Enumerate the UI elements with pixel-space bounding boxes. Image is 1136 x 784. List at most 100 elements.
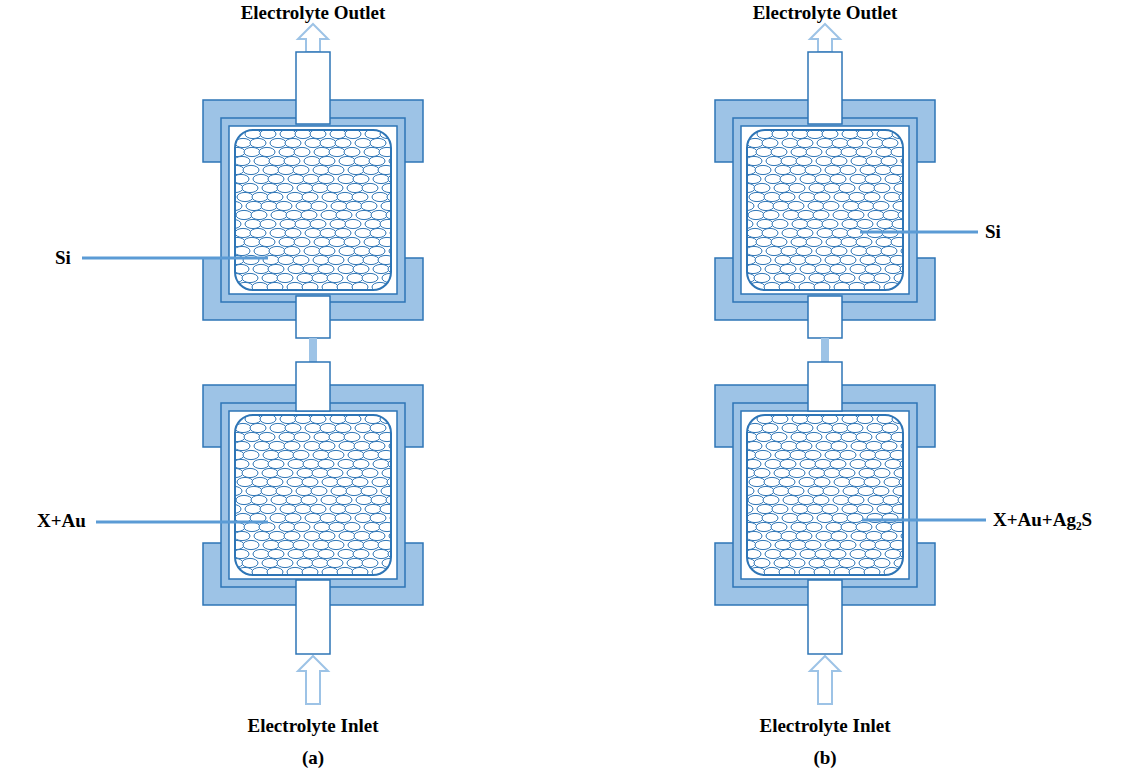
particle xyxy=(337,477,353,486)
particle xyxy=(881,531,897,540)
particle xyxy=(791,237,807,246)
particle xyxy=(277,558,293,567)
cell-frame xyxy=(733,403,917,587)
particle xyxy=(373,174,389,183)
particle xyxy=(805,165,821,174)
particle xyxy=(792,219,808,228)
particle xyxy=(329,522,345,531)
particle xyxy=(338,264,354,273)
particle xyxy=(823,201,839,210)
particle xyxy=(237,477,253,486)
particle xyxy=(891,237,903,246)
particle xyxy=(856,522,872,531)
particle xyxy=(346,486,362,495)
particle xyxy=(841,147,857,156)
particle xyxy=(318,549,334,558)
particle xyxy=(284,156,300,165)
flow-label: Electrolyte Inlet xyxy=(247,715,378,737)
leader-line xyxy=(860,231,978,234)
particle xyxy=(859,273,875,282)
packed-bed xyxy=(747,415,903,575)
particle xyxy=(297,273,313,282)
particle xyxy=(269,531,285,540)
particle xyxy=(796,531,812,540)
particle xyxy=(868,495,884,504)
particle xyxy=(781,156,797,165)
particle xyxy=(843,486,859,495)
particle xyxy=(796,441,812,450)
particle xyxy=(792,415,808,424)
particle xyxy=(381,201,391,210)
particle xyxy=(774,558,790,567)
particle xyxy=(885,264,901,273)
particle xyxy=(380,504,391,513)
particle xyxy=(754,183,770,192)
particle xyxy=(840,450,856,459)
particle xyxy=(843,201,859,210)
particle xyxy=(303,174,319,183)
particle xyxy=(826,237,842,246)
particle xyxy=(779,567,795,575)
particle xyxy=(840,255,856,264)
particle xyxy=(293,255,309,264)
particle xyxy=(884,477,900,486)
particle xyxy=(339,441,355,450)
particle xyxy=(245,504,261,513)
particle xyxy=(883,210,899,219)
particle xyxy=(866,441,882,450)
particle xyxy=(312,183,328,192)
particle xyxy=(816,246,832,255)
particle xyxy=(259,147,275,156)
particle xyxy=(361,201,377,210)
particle xyxy=(860,450,876,459)
particle xyxy=(833,210,849,219)
particle xyxy=(825,450,841,459)
particle xyxy=(875,450,891,459)
particle xyxy=(783,495,799,504)
particle xyxy=(302,477,318,486)
particle xyxy=(813,495,829,504)
particle xyxy=(847,138,863,147)
particle xyxy=(841,432,857,441)
particle xyxy=(850,549,866,558)
particle xyxy=(269,156,285,165)
particle xyxy=(365,219,381,228)
particle xyxy=(319,246,335,255)
particle xyxy=(814,477,830,486)
particle xyxy=(353,174,369,183)
particle xyxy=(288,549,304,558)
particle xyxy=(792,504,808,513)
particle xyxy=(781,246,797,255)
particle xyxy=(305,138,321,147)
particle xyxy=(262,183,278,192)
particle xyxy=(352,477,368,486)
particle xyxy=(285,423,301,432)
particle xyxy=(243,450,259,459)
cell-chamber xyxy=(229,411,397,579)
particle xyxy=(817,138,833,147)
particle xyxy=(848,210,864,219)
particle xyxy=(296,201,312,210)
particle xyxy=(849,567,865,575)
particle xyxy=(780,459,796,468)
particle xyxy=(799,192,815,201)
bed-outline xyxy=(235,415,391,575)
particle xyxy=(890,165,903,174)
particle xyxy=(876,237,892,246)
particle xyxy=(314,432,330,441)
particle xyxy=(339,246,355,255)
particle xyxy=(348,255,364,264)
particle xyxy=(335,423,351,432)
particle xyxy=(347,468,363,477)
particle xyxy=(353,549,369,558)
particle xyxy=(807,219,823,228)
particle xyxy=(764,192,780,201)
particle xyxy=(824,468,840,477)
particle xyxy=(771,432,787,441)
particle xyxy=(242,273,258,282)
particle xyxy=(318,174,334,183)
particle xyxy=(882,138,898,147)
particle xyxy=(881,246,897,255)
particle xyxy=(371,495,387,504)
particle xyxy=(831,246,847,255)
